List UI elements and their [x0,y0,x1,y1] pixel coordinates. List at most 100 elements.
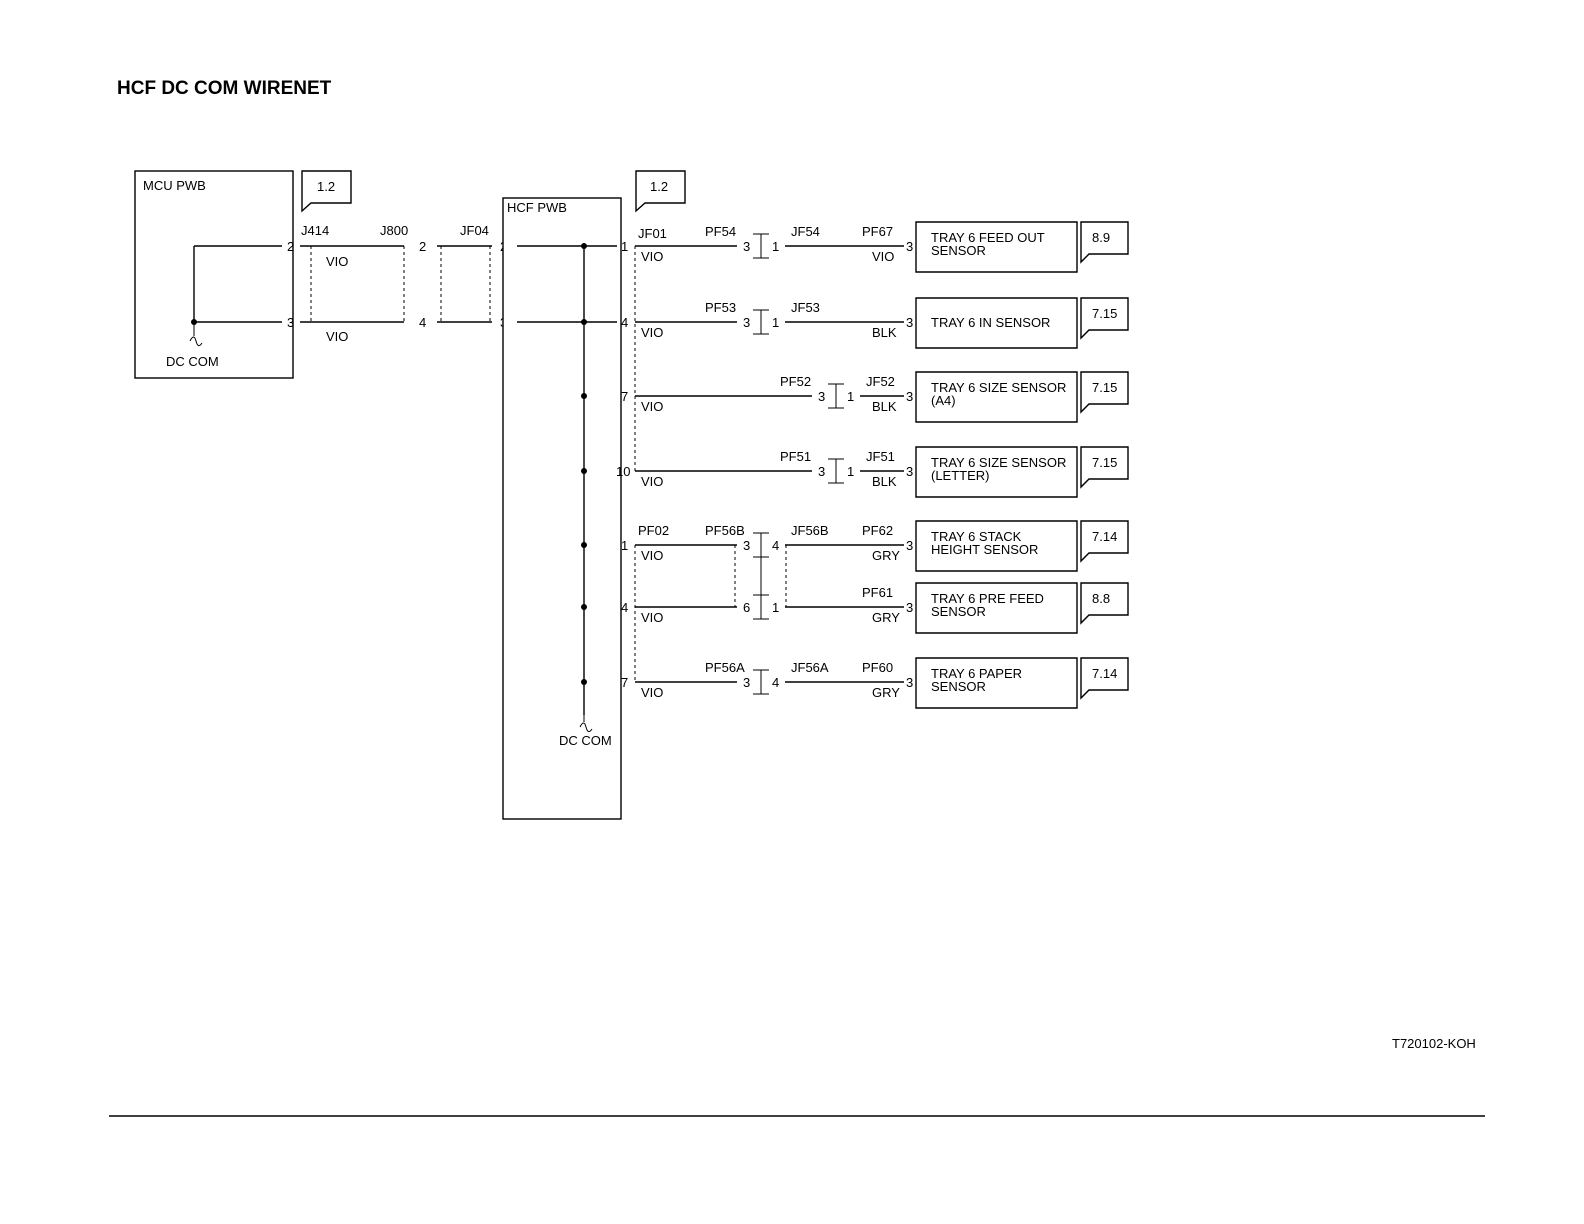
j414-pin-a: 2 [287,239,294,254]
row-6-sensor-label-1: TRAY 6 PRE FEED [931,591,1044,606]
row-2-ref-callout [1080,297,1129,340]
row-1-sensor-label-2: SENSOR [931,243,986,258]
mcu-ref-text: 1.2 [317,179,335,194]
jf01-label: JF01 [638,226,667,241]
row-7-hcf-pin: 7 [621,675,628,690]
row-5-wire-out-color: GRY [872,548,900,563]
row-2-hcf-pin: 4 [621,315,628,330]
row-4-sensor-pin: 3 [906,464,913,479]
row-4-sensor-label-2: (LETTER) [931,468,990,483]
row-3-wire-out-color: BLK [872,399,897,414]
j414-pin-b: 3 [287,315,294,330]
row-6-wire-out-color: GRY [872,610,900,625]
row-5-sensor-label-2: HEIGHT SENSOR [931,542,1038,557]
row-4-pin-right: 1 [847,464,854,479]
row-2-pin-left: 3 [743,315,750,330]
row-4-wire-color: VIO [641,474,663,489]
mcu-pwb-label: MCU PWB [143,178,206,193]
row-5-conn-left: PF56B [705,523,745,538]
row-5-junction [581,542,587,548]
hcf-pwb-box [502,197,622,820]
pf02-label: PF02 [638,523,669,538]
page-title: HCF DC COM WIRENET [117,78,332,99]
row-1-conn-right: JF54 [791,224,820,239]
row-7-sensor-label-2: SENSOR [931,679,986,694]
row-4-sensor-label-1: TRAY 6 SIZE SENSOR [931,455,1066,470]
jf04-label: JF04 [460,223,489,238]
row-6-ref-callout [1080,582,1129,625]
row-4-conn-left: PF51 [780,449,811,464]
row-4-sensor-box [915,446,1078,498]
mcu-ref-callout [301,170,352,213]
row-7-pin-left: 3 [743,675,750,690]
row-2-junction [581,319,587,325]
row-5-pin-right: 4 [772,538,779,553]
row-2-conn-right: JF53 [791,300,820,315]
row-5-sensor-pin: 3 [906,538,913,553]
row-7-sensor-pin: 3 [906,675,913,690]
row-6-junction [581,604,587,610]
mcu-dc-com-label: DC COM [166,354,219,369]
row-7-wire-out-color: GRY [872,685,900,700]
row-2-pin-right: 1 [772,315,779,330]
row-1-junction [581,243,587,249]
row-1-pin-left: 3 [743,239,750,254]
hcf-dc-com-label: DC COM [559,733,612,748]
hcf-internal-inputs [517,245,617,323]
figure-id: T720102-KOH [1392,1036,1476,1051]
row-6-hcf-pin: 4 [621,600,628,615]
row-7-pin-right: 4 [772,675,779,690]
j800-pin-a: 2 [419,239,426,254]
row-6-sensor-conn: PF61 [862,585,893,600]
row-6-sensor-box [915,582,1078,634]
row-3-hcf-pin: 7 [621,389,628,404]
row-4-wire-out-color: BLK [872,474,897,489]
row-2-conn-left: PF53 [705,300,736,315]
row-3-pin-right: 1 [847,389,854,404]
row-5-hcf-pin: 1 [621,538,628,553]
row-5-sensor-label-1: TRAY 6 STACK [931,529,1022,544]
row-2-sensor-label-1: TRAY 6 IN SENSOR [931,315,1050,330]
hcf-pwb-label: HCF PWB [507,200,567,215]
j800-label: J800 [380,223,408,238]
row-6-wire-color: VIO [641,610,663,625]
row-6-sensor-pin: 3 [906,600,913,615]
row-5-pin-left: 3 [743,538,750,553]
row-3-ref-callout [1080,371,1129,414]
row-3-connector-symbol [828,383,844,409]
row-3-conn-left: PF52 [780,374,811,389]
row-5-ref-text: 7.14 [1092,529,1117,544]
row-7-ref-text: 7.14 [1092,666,1117,681]
row-5-ref-callout [1080,520,1129,563]
row-1-ref-text: 8.9 [1092,230,1110,245]
row-3-conn-right: JF52 [866,374,895,389]
mcu-ground-icon [189,322,203,347]
row-1-connector-symbol [753,233,769,259]
row-3-sensor-box [915,371,1078,423]
row-4-hcf-pin: 10 [616,464,630,479]
row-6-pin-left: 6 [743,600,750,615]
row-7-wire-color: VIO [641,685,663,700]
row-3-junction [581,393,587,399]
wire-vio-b: VIO [326,329,348,344]
hcf-ref-callout [635,170,686,213]
row-3-sensor-label-1: TRAY 6 SIZE SENSOR [931,380,1066,395]
row-1-ref-callout [1080,221,1129,264]
row-7-conn-left: PF56A [705,660,745,675]
row-7-sensor-label-1: TRAY 6 PAPER [931,666,1022,681]
row-7-conn-right: JF56A [791,660,829,675]
row-3-sensor-pin: 3 [906,389,913,404]
row-6-ref-text: 8.8 [1092,591,1110,606]
row-5-wire-color: VIO [641,548,663,563]
row-4-junction [581,468,587,474]
mcu-pwb-box [134,170,294,379]
row-7-connector-symbol [753,669,769,695]
wire-vio-a: VIO [326,254,348,269]
row-6-sensor-label-2: SENSOR [931,604,986,619]
row-1-sensor-box [915,221,1078,273]
row-1-conn-left: PF54 [705,224,736,239]
row-4-ref-text: 7.15 [1092,455,1117,470]
row-2-wire-out-color: BLK [872,325,897,340]
